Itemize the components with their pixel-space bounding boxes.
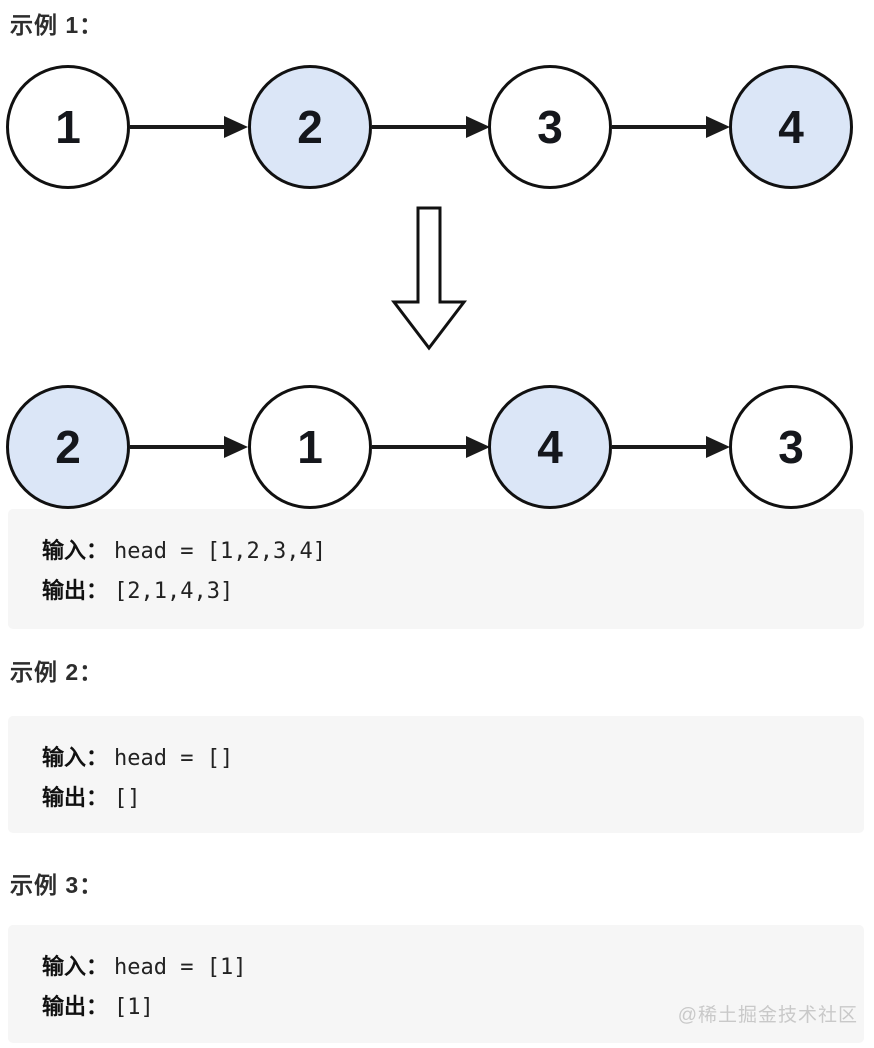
example-1-io-box: 输入：head = [1,2,3,4] 输出：[2,1,4,3]: [8, 509, 864, 629]
example-2-heading: 示例 2：: [10, 659, 104, 685]
watermark: @稀土掘金技术社区: [677, 1005, 858, 1026]
output-line: 输出：[2,1,4,3]: [42, 571, 844, 611]
node-value: 1: [55, 101, 81, 153]
arrow-right-icon: [372, 436, 490, 458]
input-label: 输入：: [42, 538, 109, 563]
arrow-right-icon: [612, 436, 730, 458]
arrow-line: [372, 445, 472, 449]
input-label: 输入：: [42, 745, 109, 770]
node-value: 2: [297, 101, 323, 153]
node-value: 4: [778, 101, 804, 153]
node-value: 3: [537, 101, 563, 153]
arrow-right-icon: [130, 116, 248, 138]
arrow-head: [466, 436, 490, 458]
arrow-line: [372, 125, 472, 129]
list-node: 2: [6, 385, 130, 509]
list-node: 4: [488, 385, 612, 509]
arrow-right-icon: [130, 436, 248, 458]
output-label: 输出：: [42, 578, 109, 603]
input-code: head = []: [114, 746, 234, 771]
output-code: []: [114, 786, 141, 811]
node-value: 3: [778, 421, 804, 473]
example-1-heading: 示例 1：: [10, 12, 104, 38]
node-value: 4: [537, 421, 563, 473]
arrow-head: [224, 116, 248, 138]
input-line: 输入：head = [1,2,3,4]: [42, 531, 844, 571]
example-3-io-box: 输入：head = [1] 输出：[1]: [8, 925, 864, 1043]
output-label: 输出：: [42, 994, 109, 1019]
output-label: 输出：: [42, 785, 109, 810]
output-line: 输出：[1]: [42, 987, 844, 1027]
arrow-right-icon: [612, 116, 730, 138]
input-line: 输入：head = [1]: [42, 947, 844, 987]
list-node: 2: [248, 65, 372, 189]
input-line: 输入：head = []: [42, 738, 844, 778]
example-3-heading: 示例 3：: [10, 872, 104, 898]
list-node: 1: [248, 385, 372, 509]
list-node: 1: [6, 65, 130, 189]
list-node: 3: [488, 65, 612, 189]
output-line: 输出：[]: [42, 778, 844, 818]
output-code: [2,1,4,3]: [114, 579, 234, 604]
arrow-line: [130, 445, 230, 449]
example-2-io-box: 输入：head = [] 输出：[]: [8, 716, 864, 833]
arrow-head: [466, 116, 490, 138]
input-code: head = [1]: [114, 955, 247, 980]
down-arrow-icon: [390, 206, 468, 351]
input-label: 输入：: [42, 954, 109, 979]
arrow-head: [706, 116, 730, 138]
output-code: [1]: [114, 995, 154, 1020]
arrow-right-icon: [372, 116, 490, 138]
arrow-line: [130, 125, 230, 129]
input-code: head = [1,2,3,4]: [114, 539, 326, 564]
list-node: 3: [729, 385, 853, 509]
node-value: 1: [297, 421, 323, 473]
arrow-line: [612, 125, 712, 129]
arrow-head: [706, 436, 730, 458]
arrow-line: [612, 445, 712, 449]
arrow-head: [224, 436, 248, 458]
list-node: 4: [729, 65, 853, 189]
node-value: 2: [55, 421, 81, 473]
